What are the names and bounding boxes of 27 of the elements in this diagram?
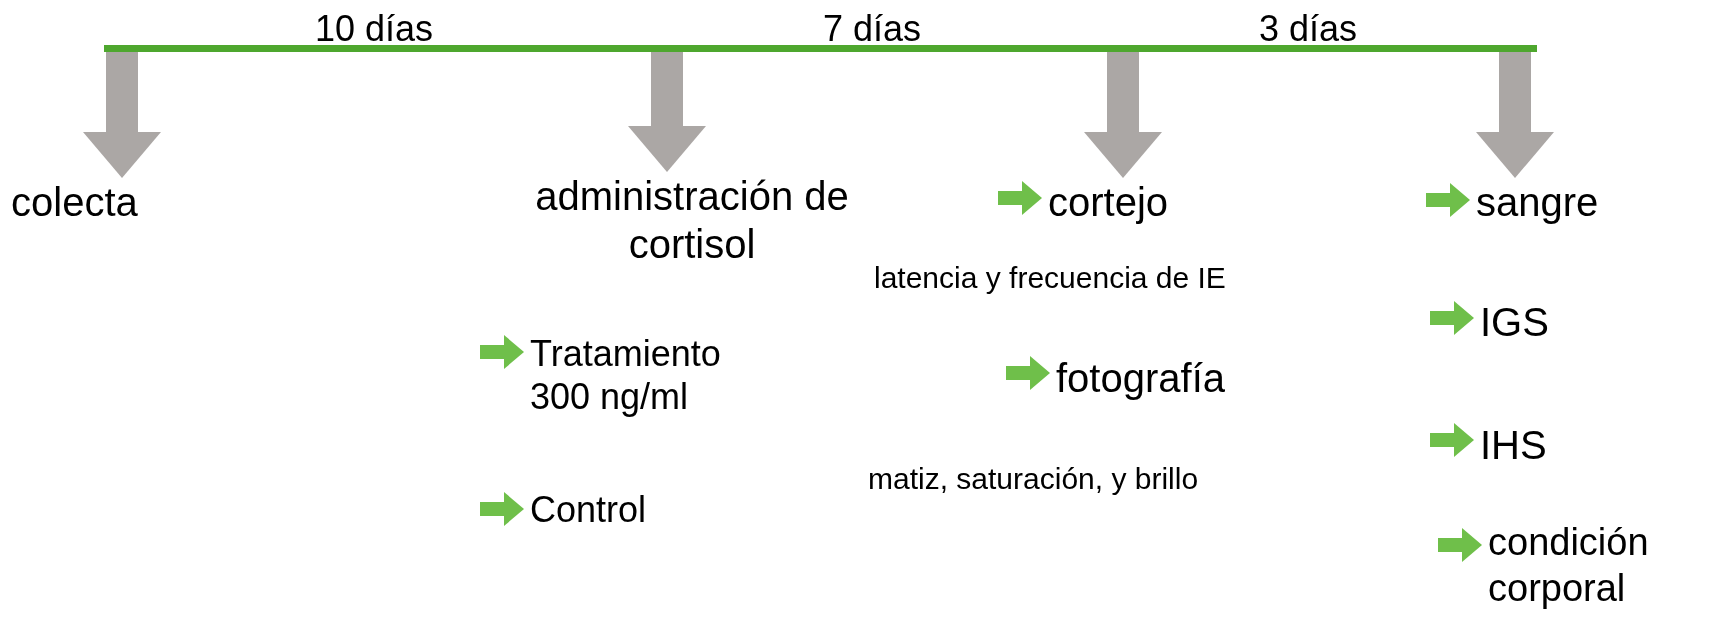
stage-label: colecta: [11, 178, 191, 226]
stage-label: Control: [530, 488, 680, 532]
stage-label: sangre: [1476, 178, 1626, 226]
stage-label: cortejo: [1048, 178, 1198, 226]
arrow: [1006, 356, 1050, 390]
stage-label: fotografía: [1056, 354, 1256, 402]
block-arrow: [83, 52, 161, 178]
stage-label: IHS: [1480, 421, 1580, 469]
arrow: [480, 492, 524, 526]
duration-label: 10 días: [315, 8, 434, 50]
arrow: [1430, 423, 1474, 457]
arrow: [1438, 528, 1482, 562]
timeline-bar: [104, 45, 1537, 52]
block-arrow: [628, 52, 706, 172]
duration-label: 3 días: [1259, 8, 1358, 50]
duration-label: 7 días: [823, 8, 922, 50]
arrow: [480, 335, 524, 369]
description-text: latencia y frecuencia de IE: [874, 261, 1226, 295]
arrow: [998, 181, 1042, 215]
description-text: matiz, saturación, y brillo: [868, 462, 1199, 496]
stage-label: condición corporal: [1488, 520, 1698, 612]
stage-label: IGS: [1480, 298, 1580, 346]
arrow: [1430, 301, 1474, 335]
stage-label: Tratamiento 300 ng/ml: [530, 332, 790, 419]
block-arrow: [1476, 52, 1554, 178]
block-arrow: [1084, 52, 1162, 178]
arrow: [1426, 183, 1470, 217]
